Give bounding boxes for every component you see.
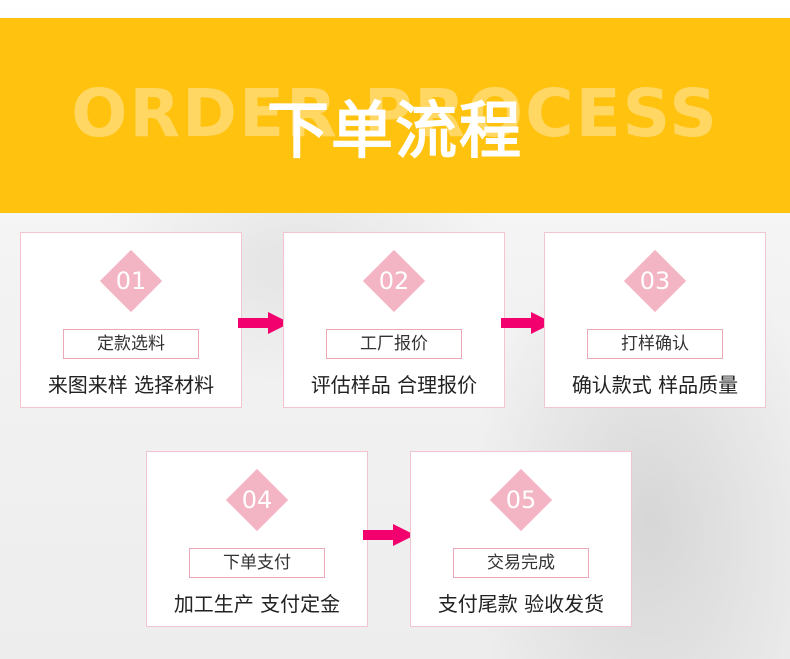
step-number: 04 [241,486,273,514]
step-label: 打样确认 [587,329,723,359]
step-card-3: 03 打样确认 确认款式 样品质量 [544,232,766,408]
step-card-2: 02 工厂报价 评估样品 合理报价 [283,232,505,408]
step-number: 05 [505,486,537,514]
header-banner: ORDER PROCESS 下单流程 [0,18,790,213]
step-description: 确认款式 样品质量 [571,373,739,397]
step-description: 加工生产 支付定金 [173,592,341,616]
banner-background-text: ORDER PROCESS [71,75,719,152]
step-label: 交易完成 [453,548,589,578]
page-title: 下单流程 [266,94,523,167]
step-label: 下单支付 [189,548,325,578]
step-description: 评估样品 合理报价 [310,373,478,397]
step-number: 02 [378,267,410,295]
step-card-5: 05 交易完成 支付尾款 验收发货 [410,451,632,627]
arrow-right-icon [363,524,419,546]
step-number: 03 [639,267,671,295]
step-description: 支付尾款 验收发货 [437,592,605,616]
step-description: 来图来样 选择材料 [47,373,215,397]
step-card-4: 04 下单支付 加工生产 支付定金 [146,451,368,627]
step-card-1: 01 定款选料 来图来样 选择材料 [20,232,242,408]
step-label: 定款选料 [63,329,199,359]
step-number: 01 [115,267,147,295]
step-label: 工厂报价 [326,329,462,359]
